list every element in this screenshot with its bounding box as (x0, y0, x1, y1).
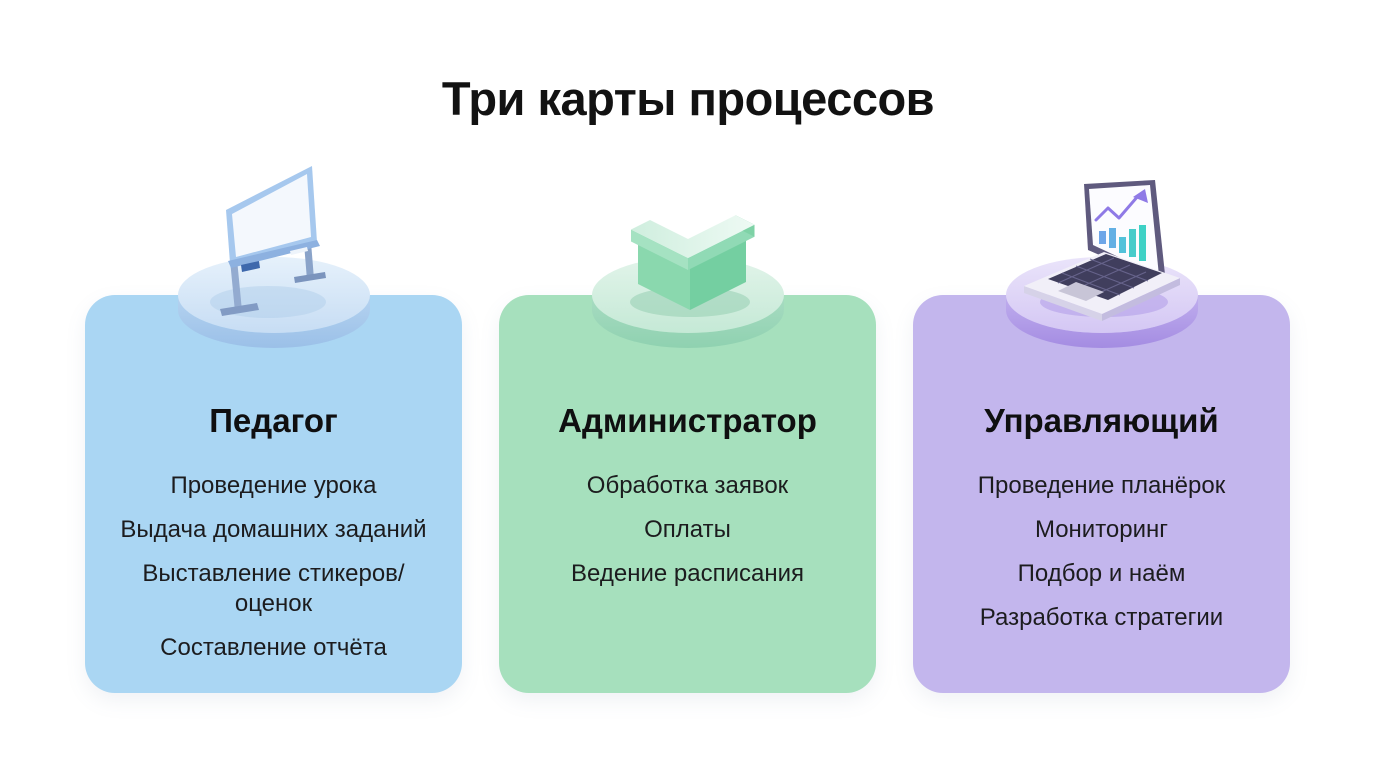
card-items: Проведение планёрок Мониторинг Подбор и … (913, 471, 1290, 633)
card-teacher: Педагог Проведение урока Выдача домашних… (85, 166, 462, 693)
card-heading: Управляющий (984, 402, 1219, 439)
process-item: Проведение планёрок (977, 472, 1226, 499)
card-administrator: Администратор Обработка заявок Оплаты Ве… (499, 215, 876, 693)
card-items: Обработка заявок Оплаты Ведение расписан… (499, 471, 876, 589)
page-title: Три карты процессов (441, 72, 935, 125)
card-heading: Педагог (209, 402, 338, 439)
process-item: Оплаты (644, 516, 731, 543)
process-item: Выставление стикеров/оценок (142, 560, 405, 617)
card-heading: Администратор (558, 402, 817, 439)
process-item: Мониторинг (1034, 516, 1169, 543)
process-item: Проведение урока (170, 472, 377, 499)
process-item: Обработка заявок (586, 472, 789, 499)
process-item: Выдача домашних заданий (120, 516, 427, 543)
process-item: Составление отчёта (160, 634, 387, 661)
card-manager: Управляющий Проведение планёрок Монитори… (913, 180, 1290, 693)
process-item: Ведение расписания (571, 560, 804, 587)
process-item: Разработка стратегии (979, 604, 1224, 631)
cards-row: Педагог Проведение урока Выдача домашних… (85, 166, 1290, 693)
card-items: Проведение урока Выдача домашних заданий… (85, 471, 462, 663)
process-item: Подбор и наём (1017, 560, 1186, 587)
